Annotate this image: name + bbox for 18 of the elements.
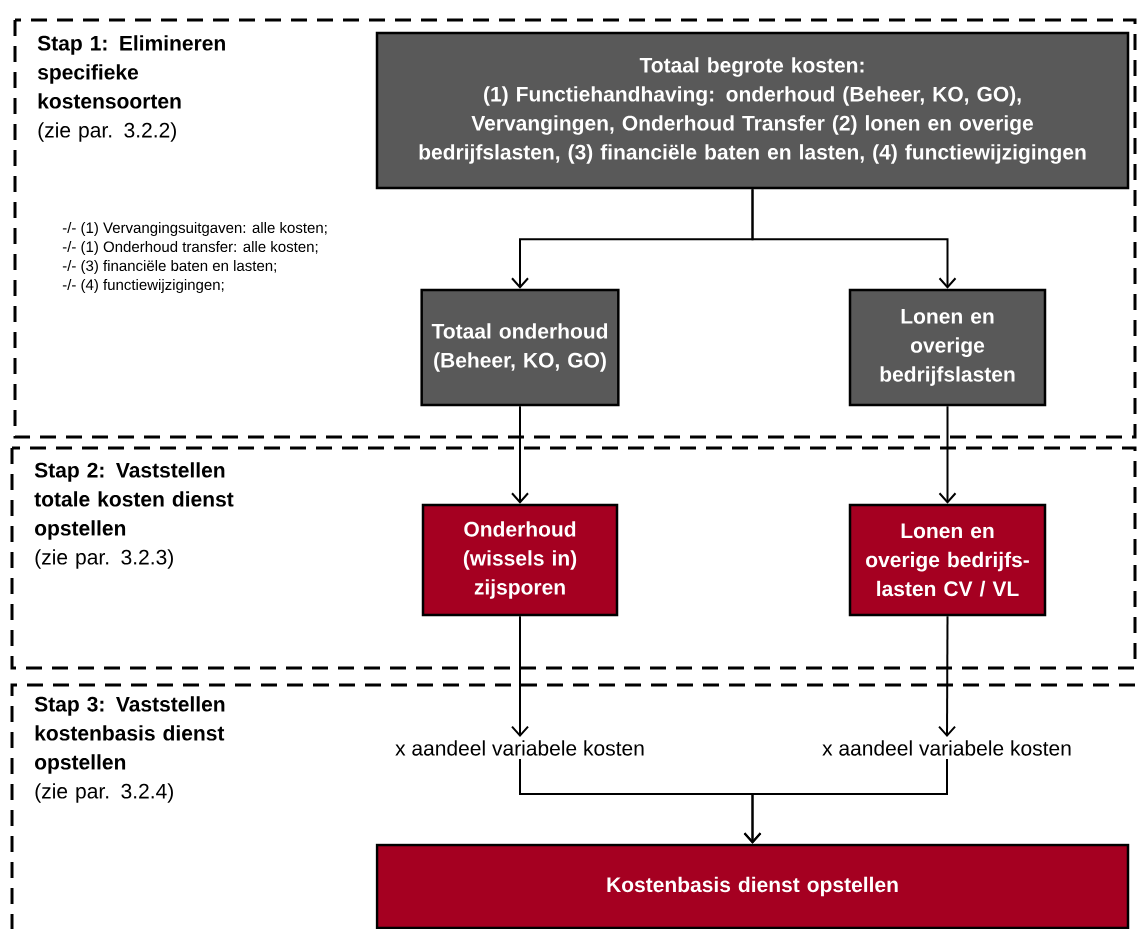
step-text: x aandeel variabele kosten [822, 740, 1071, 756]
arrow [938, 405, 957, 504]
note-text: -/- (1) Onderhoud transfer: alle kosten; [62, 241, 318, 255]
cost-box: Totaal onderhoud (Beheer, KO, GO) [420, 288, 620, 407]
cost-box: Onderhoud (wissels in) zijsporen [421, 503, 619, 617]
cost-box: Kostenbasis dienst opstellen [375, 843, 1130, 929]
step-text: x aandeel variabele kosten [395, 740, 644, 756]
cost-box: Lonen en overige bedrijfs-lasten CV / VL [848, 503, 1047, 617]
note-text: -/- (3) financiële baten en lasten; [62, 260, 276, 274]
arrow [511, 405, 529, 504]
arrow [511, 615, 529, 738]
note-text: -/- (4) functiewijzigingen; [62, 279, 224, 293]
cost-box: Lonen en overige bedrijfslasten [848, 288, 1047, 407]
arrow [743, 757, 948, 844]
note-text: -/- (1) Vervangingsuitgaven: alle kosten; [62, 222, 327, 236]
cost-box: Totaal begrote kosten: (1) Functiehandhaving: onderhoud (Beheer, KO, GO), Vervangingen, Onderhoud Transfer (2) lonen en overige bedrijfslasten, (3) financiële baten en lasten, (4) functiewijzigingen [375, 31, 1130, 190]
arrow [938, 615, 957, 738]
arrow [751, 188, 957, 289]
